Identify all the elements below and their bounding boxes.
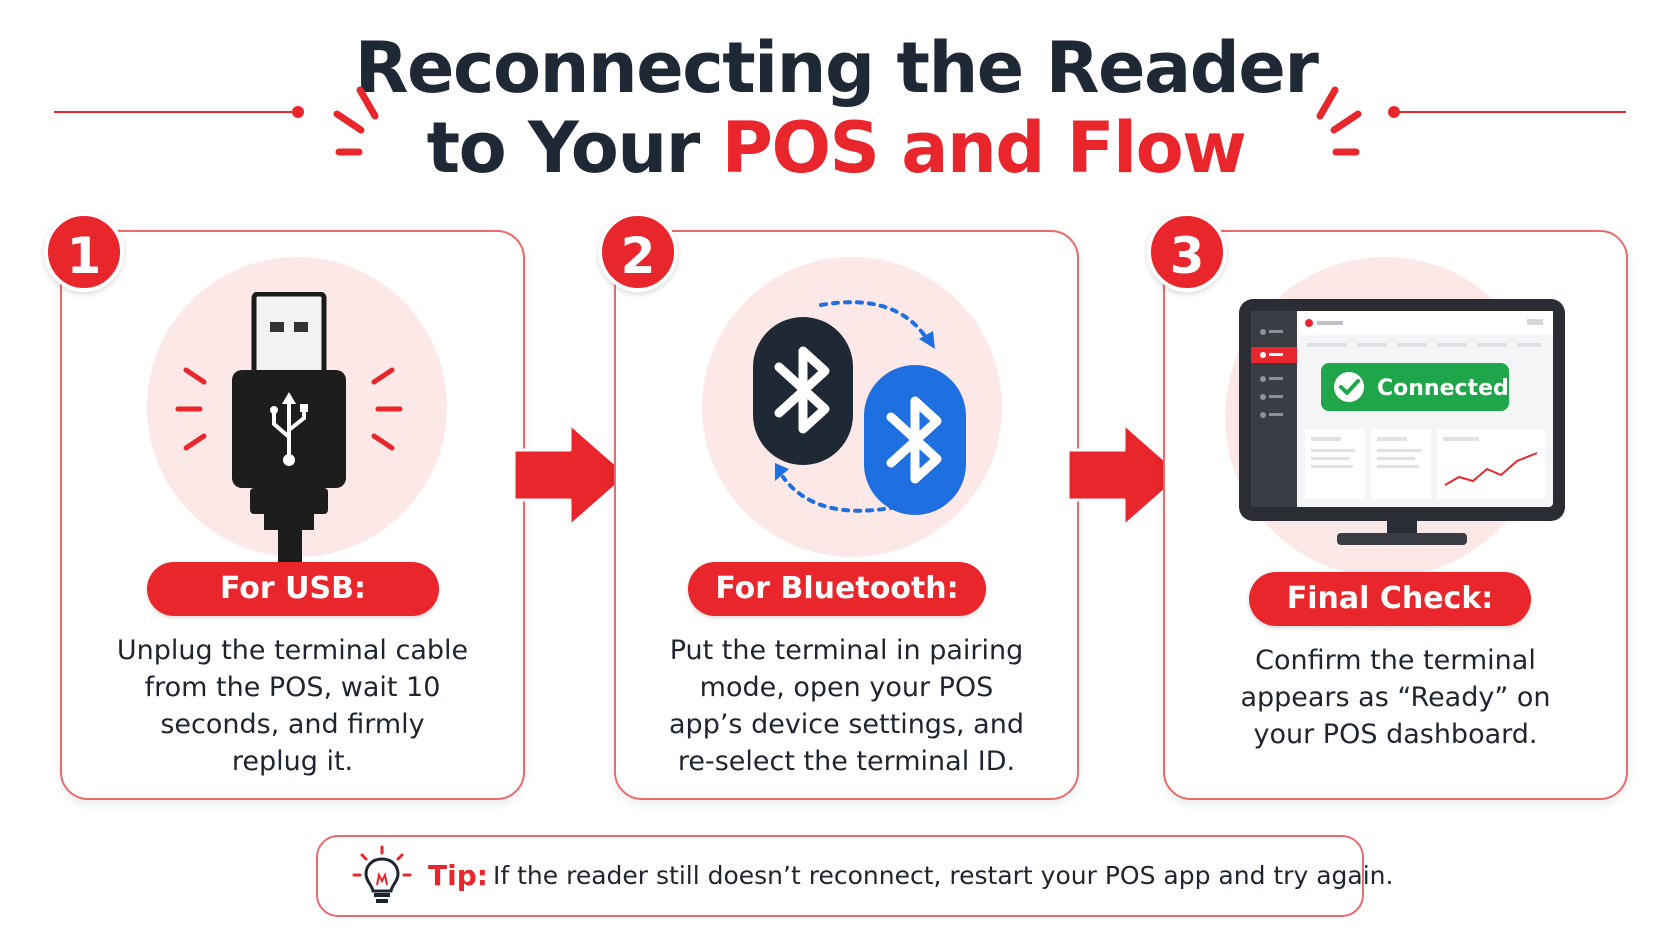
title-line-2-accent: POS and Flow — [721, 107, 1247, 189]
description-line: app’s device settings, and — [669, 709, 1024, 740]
step-description: Put the terminal in pairing mode, open y… — [616, 632, 1077, 780]
step-card-usb: For USB: Unplug the terminal cable from … — [60, 230, 525, 800]
description-line: appears as “Ready” on — [1240, 682, 1551, 713]
description-line: re-select the terminal ID. — [677, 746, 1016, 777]
tip-text: If the reader still doesn’t reconnect, r… — [493, 861, 1394, 890]
arrow-right-icon — [1066, 422, 1184, 528]
step-label-pill: For Bluetooth: — [688, 562, 986, 616]
tip-label: Tip: — [428, 859, 488, 892]
step-card-bluetooth: For Bluetooth: Put the terminal in pairi… — [614, 230, 1079, 800]
step-number-badge: 1 — [44, 212, 124, 292]
description-line: Confirm the terminal — [1255, 645, 1536, 676]
arrow-right-icon — [512, 422, 630, 528]
description-line: Put the terminal in pairing — [669, 635, 1024, 666]
title-line-2: to Your POS and Flow — [0, 108, 1672, 188]
description-line: your POS dashboard. — [1253, 719, 1538, 750]
burst-left-icon — [333, 86, 379, 156]
step-number-badge: 2 — [598, 212, 678, 292]
decorative-line-left — [54, 111, 298, 113]
connected-status-text: Connected — [1377, 376, 1509, 401]
step-description: Unplug the terminal cable from the POS, … — [62, 632, 523, 780]
step-label-pill: For USB: — [147, 562, 439, 616]
monitor-dashboard-icon: Connected — [1239, 299, 1565, 545]
burst-right-icon — [1316, 86, 1362, 156]
step-number-badge: 3 — [1147, 212, 1227, 292]
decorative-dot-left — [292, 106, 304, 118]
tip-box: Tip: If the reader still doesn’t reconne… — [316, 835, 1393, 917]
usb-plug-icon — [175, 292, 403, 582]
title-line-1: Reconnecting the Reader — [354, 27, 1319, 109]
decorative-dot-right — [1388, 106, 1400, 118]
description-line: mode, open your POS — [699, 672, 994, 703]
description-line: replug it. — [231, 746, 354, 777]
title-line-2-prefix: to Your — [426, 107, 722, 189]
description-line: from the POS, wait 10 — [144, 672, 441, 703]
description-line: seconds, and firmly — [160, 709, 425, 740]
lightbulb-icon — [352, 845, 412, 903]
step-description: Confirm the terminal appears as “Ready” … — [1165, 642, 1626, 753]
decorative-line-right — [1396, 111, 1626, 113]
description-line: Unplug the terminal cable — [116, 635, 469, 666]
step-card-final-check: Connected Final Check: Confirm the termi… — [1163, 230, 1628, 800]
page-title: Reconnecting the Reader to Your POS and … — [0, 28, 1672, 188]
step-label-pill: Final Check: — [1249, 572, 1531, 626]
bluetooth-pairing-icon — [753, 300, 966, 515]
